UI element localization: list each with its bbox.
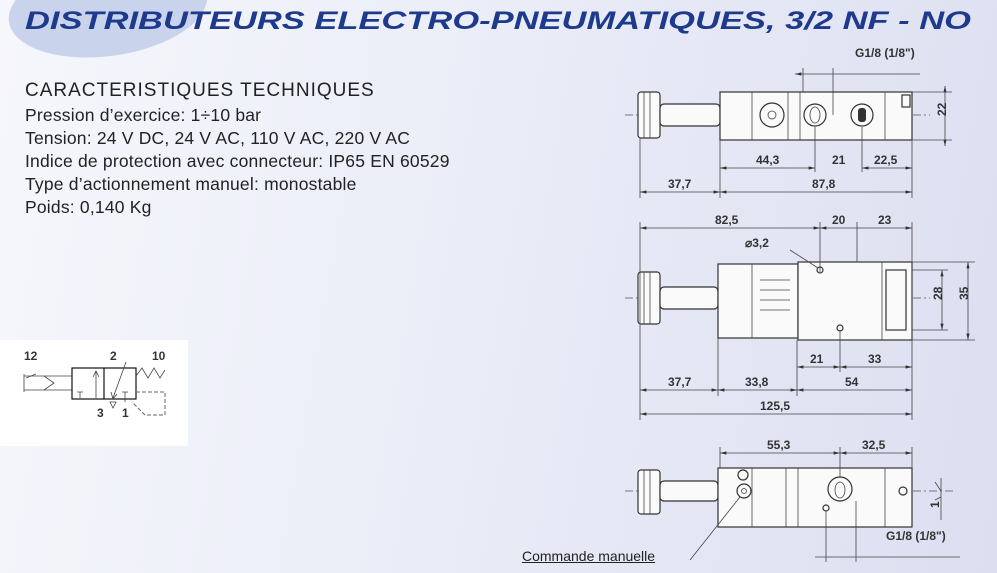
svg-text:125,5: 125,5 xyxy=(760,399,790,413)
svg-text:35: 35 xyxy=(957,286,971,300)
side-view: G1/8 (1/8") 22 44,3 21 22,5 37,7 87,8 xyxy=(625,46,952,198)
svg-text:37,7: 37,7 xyxy=(668,375,692,389)
svg-text:2: 2 xyxy=(110,349,117,363)
svg-text:1: 1 xyxy=(928,501,942,508)
svg-text:82,5: 82,5 xyxy=(715,213,739,227)
spec-manual: Type d’actionnement manuel: monostable xyxy=(25,174,357,194)
svg-text:44,3: 44,3 xyxy=(756,153,780,167)
page-title: DISTRIBUTEURS ELECTRO-PNEUMATIQUES, 3/2 … xyxy=(25,7,972,35)
svg-text:21: 21 xyxy=(810,352,824,366)
specs-heading: CARACTERISTIQUES TECHNIQUES xyxy=(25,80,375,101)
svg-text:37,7: 37,7 xyxy=(668,177,692,191)
svg-text:23: 23 xyxy=(878,213,892,227)
svg-text:54: 54 xyxy=(845,375,859,389)
spec-weight: Poids: 0,140 Kg xyxy=(25,197,152,217)
svg-text:55,3: 55,3 xyxy=(767,438,791,452)
spec-protection: Indice de protection avec connecteur: IP… xyxy=(25,151,450,171)
svg-text:22: 22 xyxy=(935,102,949,116)
svg-text:20: 20 xyxy=(832,213,846,227)
spec-voltage: Tension: 24 V DC, 24 V AC, 110 V AC, 220… xyxy=(25,128,411,148)
manual-override-label: Commande manuelle xyxy=(522,548,656,564)
svg-text:21: 21 xyxy=(832,153,846,167)
svg-text:12: 12 xyxy=(24,349,38,363)
connector-nut xyxy=(637,91,661,139)
bottom-view: 55,3 32,5 1 G1/8 (1/8") xyxy=(625,438,960,562)
top-view: 82,5 20 23 ⌀3,2 28 35 21 33 37,7 33,8 54… xyxy=(625,213,975,420)
svg-text:87,8: 87,8 xyxy=(812,177,836,191)
svg-text:28: 28 xyxy=(931,286,945,300)
svg-text:22,5: 22,5 xyxy=(874,153,898,167)
spec-pressure: Pression d’exercice: 1÷10 bar xyxy=(25,105,262,125)
svg-text:⌀3,2: ⌀3,2 xyxy=(745,236,769,250)
pneumatic-symbol: 12 2 10 3 1 xyxy=(0,340,188,446)
svg-text:33: 33 xyxy=(868,352,882,366)
thread-label-bottom: G1/8 (1/8") xyxy=(886,529,946,543)
svg-text:10: 10 xyxy=(152,349,166,363)
thread-label: G1/8 (1/8") xyxy=(855,46,915,60)
stem xyxy=(659,103,721,127)
svg-text:32,5: 32,5 xyxy=(862,438,886,452)
svg-text:3: 3 xyxy=(97,406,104,420)
svg-text:33,8: 33,8 xyxy=(745,375,769,389)
svg-text:1: 1 xyxy=(122,406,129,420)
